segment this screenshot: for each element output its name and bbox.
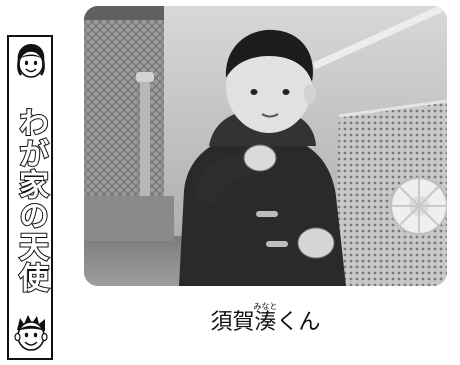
child-photo <box>84 6 447 286</box>
given-name-kanji: 湊 <box>253 310 278 335</box>
child-name: 須賀湊みなとくん <box>210 302 320 334</box>
girl-face-illustration <box>17 44 45 78</box>
name-suffix: くん <box>276 310 321 335</box>
child-given-name: 湊みなと <box>253 302 278 335</box>
boy-face-illustration <box>14 315 48 351</box>
photo-scene <box>84 6 447 286</box>
column-banner: わが家の天使 <box>7 35 53 360</box>
child-surname: 須賀 <box>210 310 255 335</box>
column-title: わが家の天使 <box>12 106 49 294</box>
photo-caption: 須賀湊みなとくん <box>84 302 447 334</box>
given-name-reading: みなと <box>253 302 278 311</box>
